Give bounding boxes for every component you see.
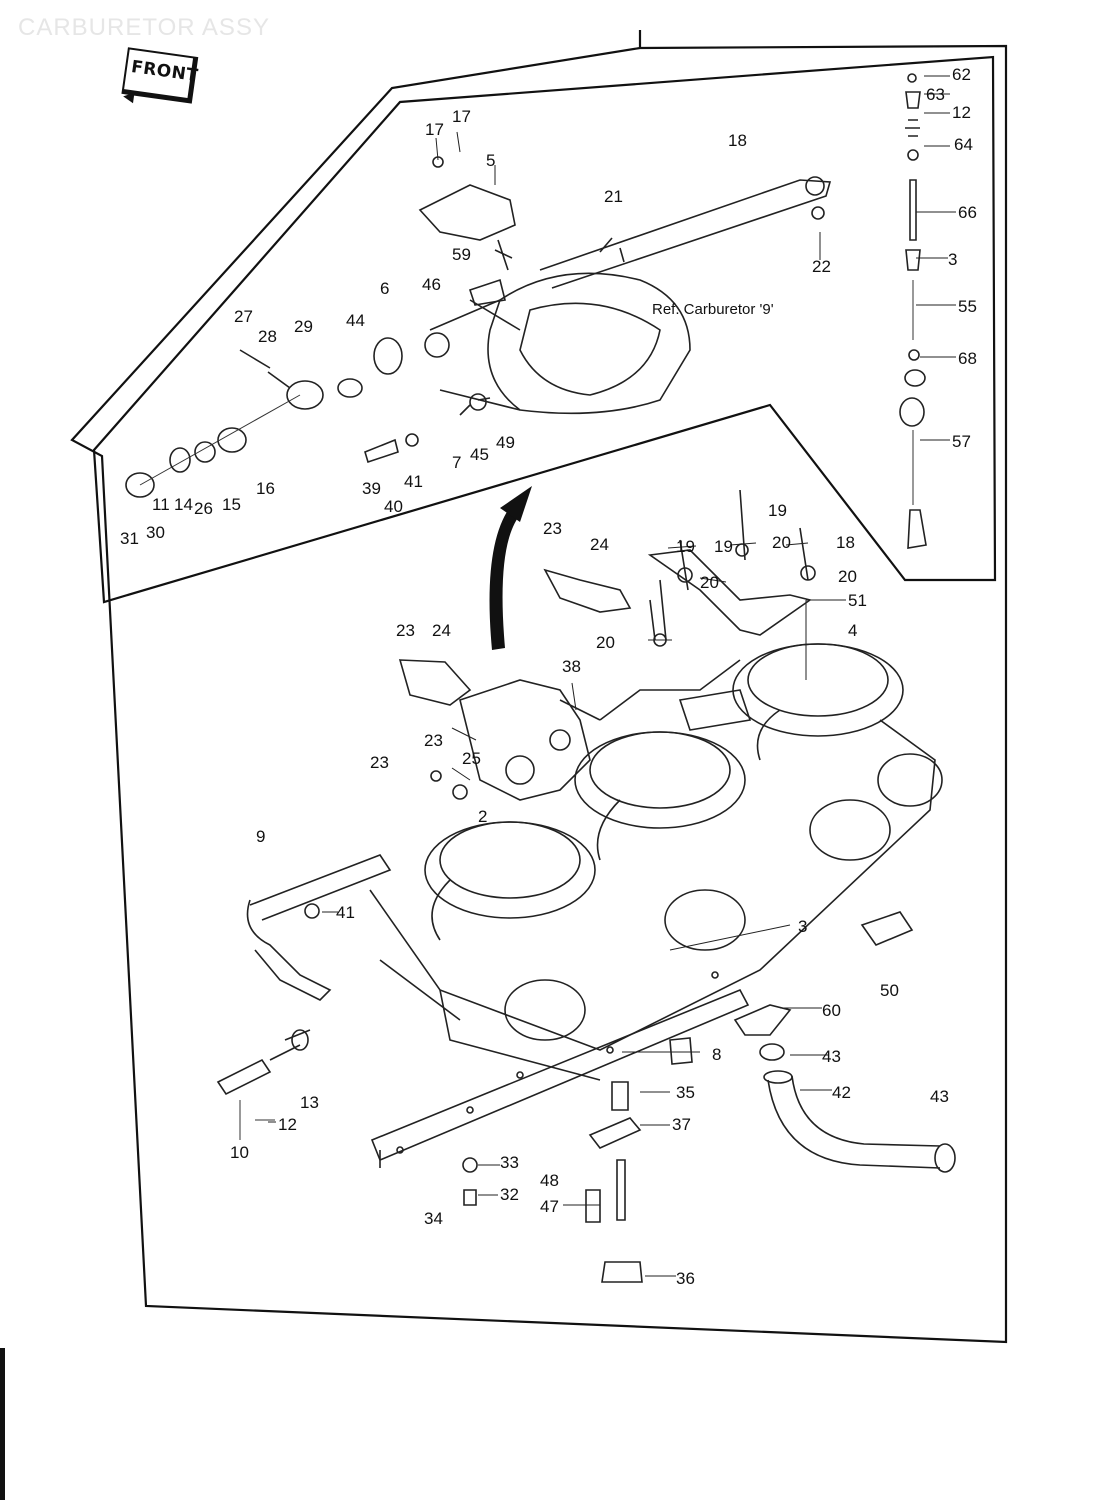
callout-35: 35 <box>676 1083 695 1102</box>
callout-47: 47 <box>540 1197 559 1216</box>
main-pilot-screw-set <box>216 1029 311 1140</box>
callout-10: 10 <box>230 1143 249 1162</box>
callout-13: 13 <box>300 1093 319 1112</box>
callout-36: 36 <box>676 1269 695 1288</box>
callout-5: 5 <box>486 151 495 170</box>
callout-32: 32 <box>500 1185 519 1204</box>
callout-42: 42 <box>832 1083 851 1102</box>
callout-22: 22 <box>812 257 831 276</box>
main-mounting-plate <box>370 971 750 1168</box>
callout-23: 23 <box>543 519 562 538</box>
diagram-title: CARBURETOR ASSY <box>18 14 270 41</box>
callout-2: 2 <box>478 807 487 826</box>
callout-39: 39 <box>362 479 381 498</box>
callout-51: 51 <box>848 591 867 610</box>
callout-14: 14 <box>174 495 193 514</box>
callout-3-b: 3 <box>798 917 807 936</box>
callout-38: 38 <box>562 657 581 676</box>
callout-49: 49 <box>496 433 515 452</box>
callout-41-b: 41 <box>336 903 355 922</box>
callout-9: 9 <box>256 827 265 846</box>
leader-lines <box>268 75 956 1277</box>
link-arrow-icon <box>489 492 526 650</box>
callout-16: 16 <box>256 479 275 498</box>
inset-detail-border <box>92 55 997 604</box>
callout-48: 48 <box>540 1171 559 1190</box>
inset-carb-top <box>424 272 691 415</box>
callout-24: 24 <box>590 535 609 554</box>
callout-27: 27 <box>234 307 253 326</box>
scan-edge-mark <box>0 1348 5 1500</box>
callout-20-b: 20 <box>700 573 719 592</box>
callout-31: 31 <box>120 529 139 548</box>
callout-28: 28 <box>258 327 277 346</box>
callout-34: 34 <box>424 1209 443 1228</box>
callout-7: 7 <box>452 453 461 472</box>
callout-20: 20 <box>772 533 791 552</box>
callout-19-c: 19 <box>768 501 787 520</box>
inset-screw-set <box>364 397 491 464</box>
callout-19-b: 19 <box>714 537 733 556</box>
callout-21: 21 <box>604 187 623 206</box>
callout-23-b: 23 <box>396 621 415 640</box>
main-choke-shaft <box>246 854 392 1001</box>
callout-3: 3 <box>948 250 957 269</box>
callout-25: 25 <box>462 749 481 768</box>
callout-23-d: 23 <box>370 753 389 772</box>
callout-68: 68 <box>958 349 977 368</box>
callout-37: 37 <box>672 1115 691 1134</box>
callout-33: 33 <box>500 1153 519 1172</box>
callout-20-d: 20 <box>596 633 615 652</box>
callout-44: 44 <box>346 311 365 330</box>
callout-4: 4 <box>848 621 857 640</box>
callout-55: 55 <box>958 297 977 316</box>
callout-57: 57 <box>952 432 971 451</box>
callout-20-c: 20 <box>838 567 857 586</box>
callout-59: 59 <box>452 245 471 264</box>
callout-12: 12 <box>952 103 971 122</box>
callout-50: 50 <box>880 981 899 1000</box>
inset-spring-stack <box>125 337 403 498</box>
callout-64: 64 <box>954 135 973 154</box>
callout-24-b: 24 <box>432 621 451 640</box>
callout-41: 41 <box>404 472 423 491</box>
callout-46: 46 <box>422 275 441 294</box>
main-vent-tubes <box>649 489 809 641</box>
callout-12-b: 12 <box>278 1115 297 1134</box>
main-fuel-tap-pieces <box>462 911 914 1283</box>
inset-linkage-bracket <box>418 156 516 306</box>
callout-43-b: 43 <box>930 1087 949 1106</box>
callout-15: 15 <box>222 495 241 514</box>
main-linkage-cluster <box>398 568 632 801</box>
callout-66: 66 <box>958 203 977 222</box>
callout-29: 29 <box>294 317 313 336</box>
main-throttle-cable-bracket <box>647 543 816 647</box>
callout-11: 11 <box>152 495 170 514</box>
callout-6: 6 <box>380 279 389 298</box>
callout-8: 8 <box>712 1045 721 1064</box>
callout-18: 18 <box>728 131 747 150</box>
inset-needle-column <box>899 73 927 549</box>
callout-19: 19 <box>676 537 695 556</box>
callout-62: 62 <box>952 65 971 84</box>
link-arrow-head <box>500 486 532 522</box>
callout-17: 17 <box>425 120 444 139</box>
callout-23-c: 23 <box>424 731 443 750</box>
callout-43: 43 <box>822 1047 841 1066</box>
callout-26: 26 <box>194 499 213 518</box>
reference-note: Ref. Carburetor '9' <box>652 301 774 318</box>
callout-63: 63 <box>926 85 945 104</box>
callout-18-b: 18 <box>836 533 855 552</box>
callout-30: 30 <box>146 523 165 542</box>
main-fuel-hose <box>733 1004 956 1173</box>
inset-throttle-shaft <box>539 176 832 289</box>
main-carb-bank <box>369 643 943 1081</box>
callout-17-b: 17 <box>452 107 471 126</box>
callout-60: 60 <box>822 1001 841 1020</box>
page-border <box>70 30 1008 1344</box>
callout-45: 45 <box>470 445 489 464</box>
callout-40: 40 <box>384 497 403 516</box>
